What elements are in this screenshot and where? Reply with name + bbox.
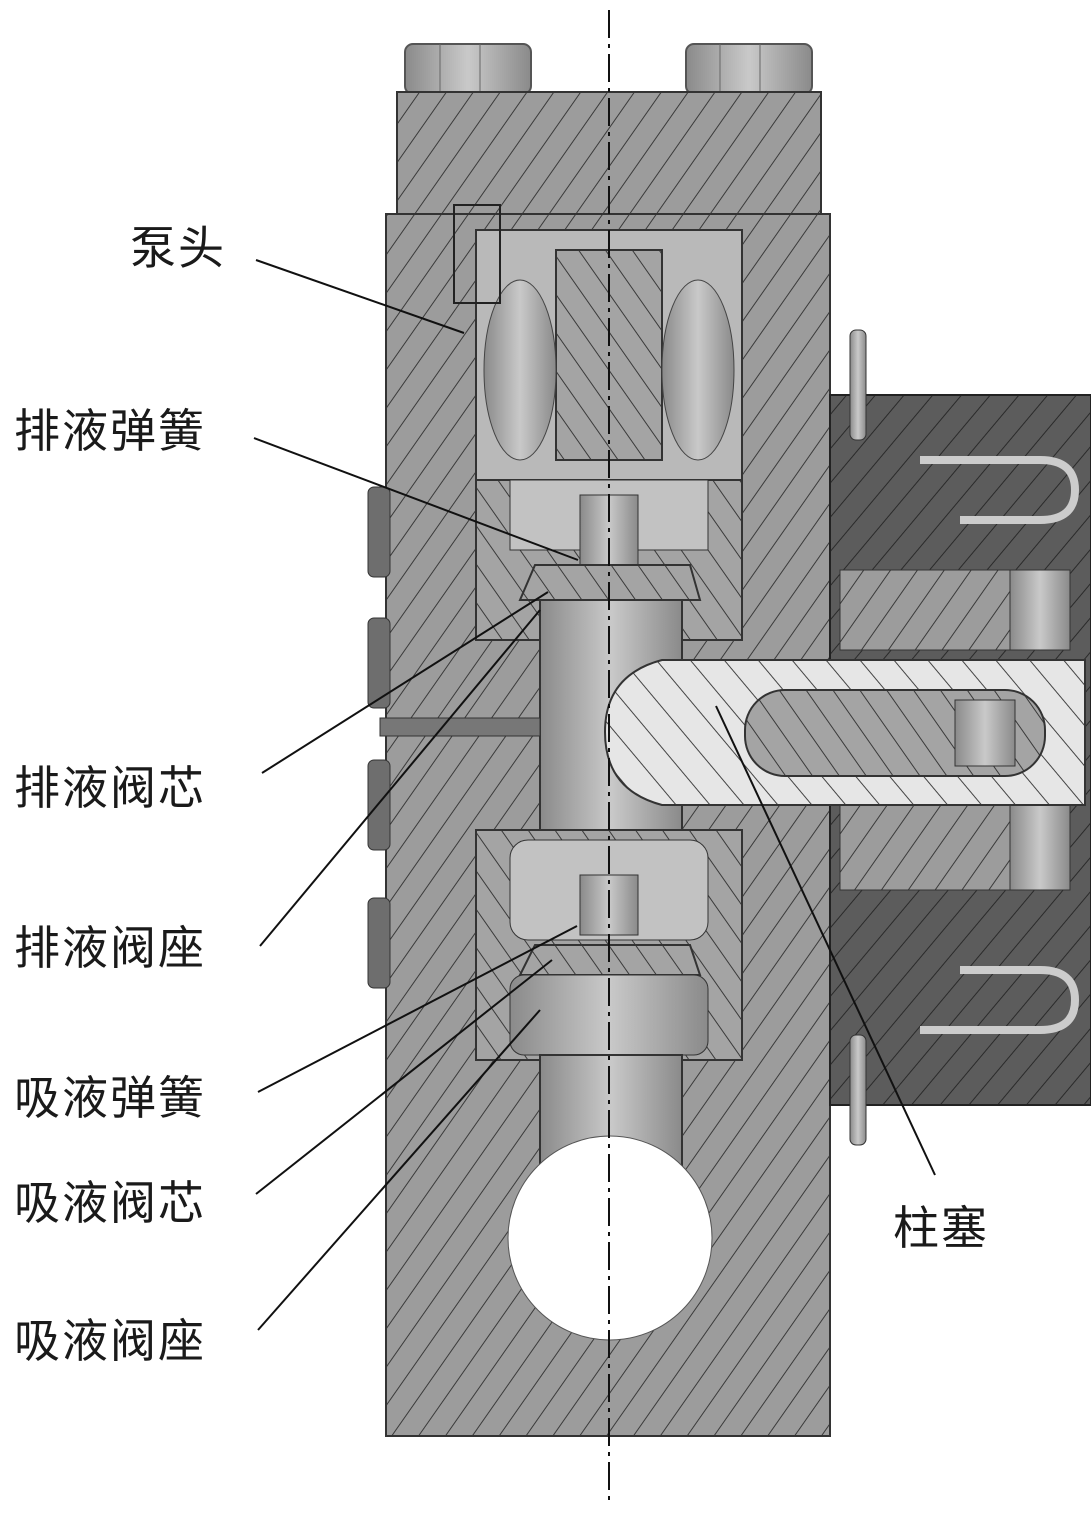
leader-plunger <box>715 705 936 1176</box>
plunger-part <box>603 659 1086 806</box>
label-pump-head: 泵头 <box>130 221 226 275</box>
leader-suction-valve-seat <box>257 1009 541 1331</box>
leader-discharge-valve-core <box>261 591 549 774</box>
leader-suction-valve-core <box>255 959 553 1195</box>
label-discharge-valve-seat: 排液阀座 <box>14 921 206 975</box>
leader-suction-spring <box>257 925 578 1093</box>
top-bolt-right <box>685 43 813 95</box>
label-suction-valve-seat: 吸液阀座 <box>14 1314 206 1368</box>
label-suction-spring: 吸液弹簧 <box>14 1071 206 1125</box>
top-bolt-left <box>404 43 532 95</box>
label-plunger: 柱塞 <box>893 1201 989 1255</box>
side-plugs <box>367 486 541 989</box>
label-discharge-valve-core: 排液阀芯 <box>14 761 206 815</box>
label-discharge-spring: 排液弹簧 <box>14 404 206 458</box>
leader-pump-head <box>255 259 465 334</box>
leader-discharge-spring <box>253 437 579 561</box>
leader-discharge-valve-seat <box>259 609 541 947</box>
label-suction-valve-core: 吸液阀芯 <box>14 1176 206 1230</box>
